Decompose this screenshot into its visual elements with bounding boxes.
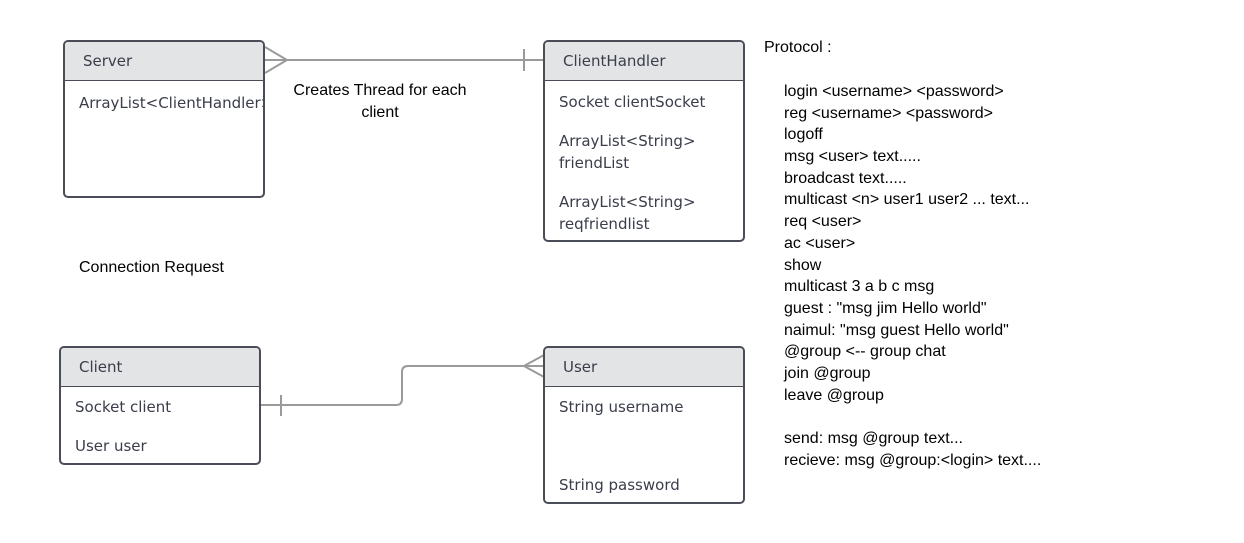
protocol-line: login <username> <password> — [784, 83, 1004, 100]
clienthandler-entity-header: ClientHandler — [545, 42, 743, 81]
server-entity-header: Server — [65, 42, 263, 81]
server-entity-title: Server — [83, 52, 133, 70]
server-field-clienthandlers: ArrayList<ClientHandler> — [79, 94, 265, 112]
clienthandler-field-friendlist-name: friendList — [559, 154, 630, 172]
protocol-line: ac <user> — [784, 234, 856, 252]
clienthandler-field-friendlist-type: ArrayList<String> — [559, 132, 696, 150]
protocol-title: Protocol : — [764, 39, 832, 56]
client-entity-header: Client — [61, 348, 259, 387]
protocol-line: msg <user> text..... — [784, 148, 921, 166]
connection-request-label: Connection Request — [79, 259, 224, 276]
client-field-socket: Socket client — [75, 398, 172, 416]
creates-thread-label-line1: Creates Thread for each — [293, 82, 467, 99]
protocol-line: leave @group — [784, 386, 884, 404]
user-entity-header: User — [545, 348, 743, 387]
client-entity-title: Client — [79, 358, 123, 376]
clienthandler-entity-title: ClientHandler — [563, 52, 666, 70]
protocol-line: recieve: msg @group:<login> text.... — [784, 451, 1042, 469]
protocol-line: multicast <n> user1 user2 ... text... — [784, 191, 1030, 209]
protocol-line: join @group — [784, 364, 871, 382]
protocol-line: multicast 3 a b c msg — [784, 278, 935, 296]
protocol-list: login <username> <password> reg <usernam… — [784, 81, 1041, 471]
creates-thread-label: Creates Thread for each client — [280, 80, 480, 124]
clienthandler-entity[interactable]: ClientHandler Socket clientSocket ArrayL… — [543, 40, 745, 242]
protocol-line: naimul: "msg guest Hello world" — [784, 321, 1009, 339]
protocol-line: send: msg @group text... — [784, 430, 963, 447]
clienthandler-field-socket: Socket clientSocket — [559, 93, 706, 111]
server-entity[interactable]: Server ArrayList<ClientHandler> — [63, 40, 265, 198]
client-entity[interactable]: Client Socket client User user — [59, 346, 261, 465]
protocol-line: req <user> — [784, 213, 862, 231]
clienthandler-field-reqfriendlist-type: ArrayList<String> — [559, 193, 696, 211]
protocol-line: logoff — [784, 126, 823, 144]
protocol-line: show — [784, 256, 822, 274]
user-field-username: String username — [559, 398, 684, 416]
client-user-connector — [260, 354, 545, 416]
creates-thread-label-line2: client — [361, 104, 399, 121]
user-entity[interactable]: User String username String password — [543, 346, 745, 504]
protocol-line: @group <-- group chat — [784, 343, 946, 361]
user-entity-title: User — [563, 358, 598, 376]
clienthandler-field-reqfriendlist-name: reqfriendlist — [559, 215, 650, 233]
client-field-user: User user — [75, 437, 147, 455]
protocol-line: guest : "msg jim Hello world" — [784, 299, 987, 317]
server-clienthandler-connector — [264, 46, 544, 74]
protocol-line: broadcast text..... — [784, 169, 907, 187]
protocol-line — [784, 406, 1041, 428]
protocol-line: reg <username> <password> — [784, 104, 994, 122]
user-field-password: String password — [559, 476, 680, 494]
